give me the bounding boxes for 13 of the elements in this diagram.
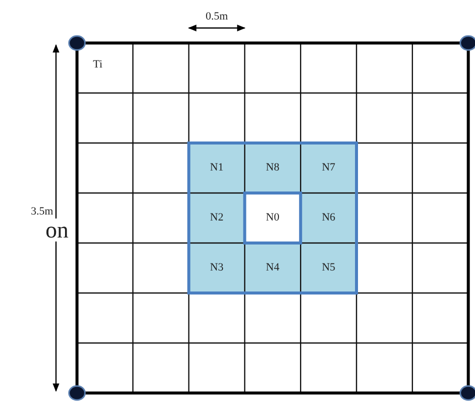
cell-label: N0 bbox=[266, 212, 280, 224]
cell-label: N2 bbox=[210, 212, 224, 224]
dimension-label: 0.5m bbox=[206, 12, 228, 22]
cell-label: N7 bbox=[322, 162, 336, 174]
text-fragment: on bbox=[46, 218, 68, 242]
cell-label: N6 bbox=[322, 212, 336, 224]
cell-label: N3 bbox=[210, 262, 224, 274]
cell-label: N8 bbox=[266, 162, 280, 174]
cell-label: N5 bbox=[322, 262, 336, 274]
cell-label: N1 bbox=[210, 162, 224, 174]
cell-label: N4 bbox=[266, 262, 280, 274]
dimension-label: 3.5m bbox=[30, 206, 54, 218]
cell-label: Ti bbox=[93, 60, 102, 70]
